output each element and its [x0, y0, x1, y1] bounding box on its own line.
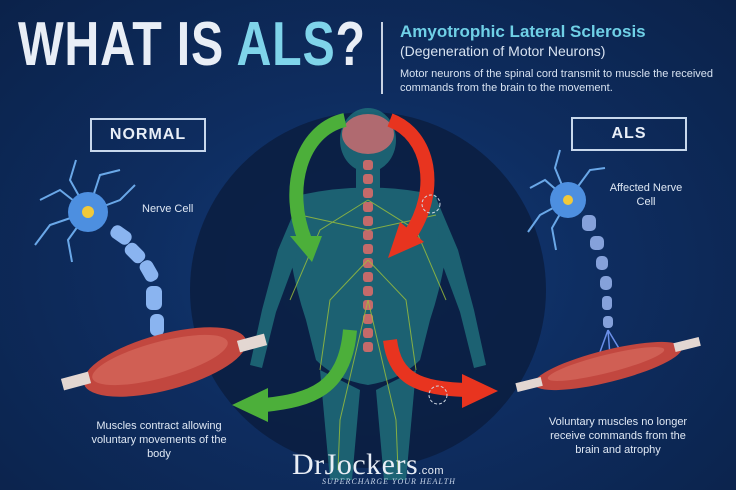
- brand-tagline: SUPERCHARGE YOUR HEALTH: [322, 477, 456, 486]
- title-prefix: WHAT IS: [18, 10, 237, 79]
- affected-neuron: [527, 149, 621, 357]
- normal-label-box: NORMAL: [90, 118, 206, 152]
- brand-logo: DrJockers.com: [292, 448, 444, 482]
- normal-caption: Muscles contract allowing voluntary move…: [91, 420, 227, 460]
- als-label-box: ALS: [571, 117, 687, 151]
- red-arrowhead-bottom: [462, 374, 498, 408]
- green-arrow-top: [289, 113, 348, 243]
- subtitle-heading: Amyotrophic Lateral Sclerosis: [400, 22, 646, 41]
- affected-nerve-cell-label: Affected Nerve Cell: [609, 182, 683, 208]
- logo-main: DrJockers: [292, 448, 419, 481]
- green-arrowhead-top: [290, 236, 322, 262]
- page-title: WHAT IS ALS?: [18, 14, 366, 76]
- red-arrow-bottom: [383, 338, 466, 397]
- nerve-cell-label: Nerve Cell: [142, 203, 194, 215]
- subtitle-subheading: (Degeneration of Motor Neurons): [400, 43, 606, 59]
- brain: [342, 114, 394, 154]
- damage-marker-upper: [421, 194, 441, 214]
- logo-suffix: .com: [418, 465, 444, 477]
- title-suffix: ?: [335, 10, 366, 79]
- red-arrowhead-top: [388, 222, 424, 258]
- atrophied-muscle: [515, 336, 701, 392]
- title-highlight: ALS: [236, 10, 336, 79]
- damage-marker-lower: [428, 385, 448, 405]
- green-arrowhead-bottom: [232, 388, 268, 422]
- subtitle-description: Motor neurons of the spinal cord transmi…: [400, 68, 714, 94]
- green-arrow-bottom: [264, 329, 357, 412]
- title-divider: [381, 22, 383, 94]
- als-caption: Voluntary muscles no longer receive comm…: [548, 416, 688, 456]
- normal-neuron: [34, 159, 171, 361]
- spinal-cord: [363, 160, 373, 352]
- normal-muscle: [60, 327, 268, 397]
- red-arrow-top: [387, 113, 435, 239]
